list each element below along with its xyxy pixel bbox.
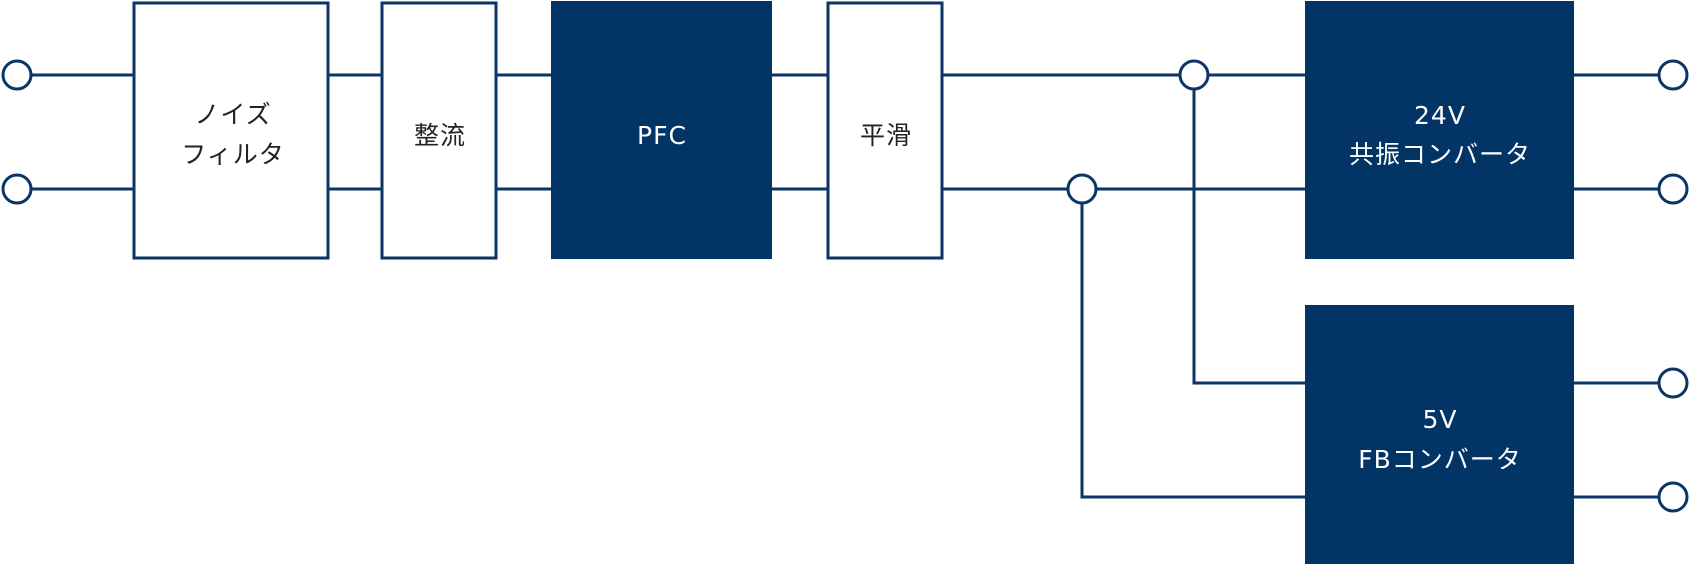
output-5v-terminal-top — [1657, 367, 1689, 399]
noise-filter-label-line2: フィルタ — [181, 140, 285, 169]
noise-filter-label-line1: ノイズ — [194, 100, 271, 129]
input-terminal-bottom — [1, 173, 33, 205]
resonant-converter-block: 24V 共振コンバータ — [1305, 1, 1574, 259]
junction-node-top — [1178, 59, 1210, 91]
branch-top-to-fb — [1192, 75, 1305, 385]
input-terminal-top — [1, 59, 33, 91]
junction-node-bottom — [1066, 173, 1098, 205]
resonant-converter-label-line2: 共振コンバータ — [1349, 140, 1531, 169]
noise-filter-block: ノイズ フィルタ — [132, 1, 330, 260]
output-24v-terminal-bottom — [1657, 173, 1689, 205]
fb-converter-label-line2: FBコンバータ — [1358, 445, 1522, 474]
fb-converter-label-line1: 5V — [1422, 405, 1457, 434]
output-5v-terminal-bottom — [1657, 481, 1689, 513]
resonant-converter-label-line1: 24V — [1414, 101, 1466, 130]
rectifier-label: 整流 — [414, 121, 466, 150]
pfc-label: PFC — [637, 121, 687, 150]
pfc-block: PFC — [551, 1, 772, 259]
rectifier-block: 整流 — [380, 1, 498, 260]
fb-converter-block: 5V FBコンバータ — [1305, 305, 1574, 564]
branch-bottom-to-fb — [1080, 189, 1305, 499]
smoothing-label: 平滑 — [860, 121, 912, 150]
output-24v-terminal-top — [1657, 59, 1689, 91]
smoothing-block: 平滑 — [826, 1, 944, 260]
